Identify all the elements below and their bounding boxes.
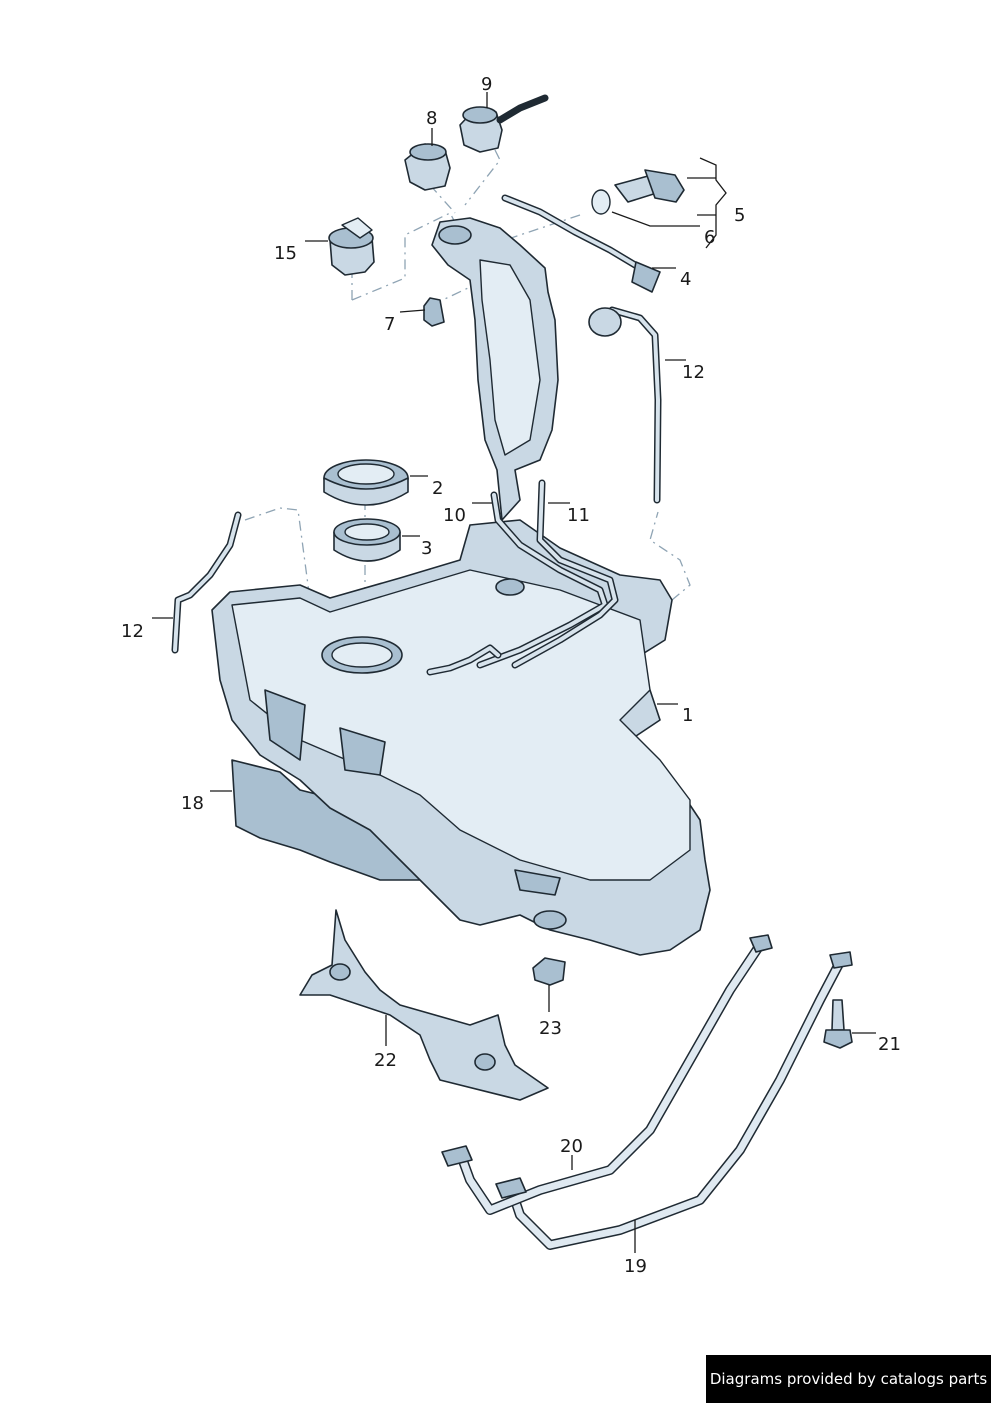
callout-3: 3 — [421, 538, 432, 559]
credit-banner: Diagrams provided by catalogs parts — [706, 1355, 991, 1403]
callout-2: 2 — [432, 478, 443, 499]
breather-hose-part-12-left — [171, 511, 242, 654]
callout-11: 11 — [567, 505, 590, 526]
callout-12-right: 12 — [682, 362, 705, 383]
callout-12-left: 12 — [121, 621, 144, 642]
cap-part-9 — [459, 94, 549, 153]
callout-7: 7 — [384, 314, 395, 335]
breather-hose-part-12-right — [588, 306, 662, 504]
callout-21: 21 — [878, 1034, 901, 1055]
callout-labels: 1 2 3 4 5 6 7 8 9 10 11 12 12 15 18 19 2… — [121, 74, 901, 1277]
callout-1: 1 — [682, 705, 693, 726]
seal-part-3 — [333, 518, 401, 562]
locking-ring-part-2 — [323, 459, 409, 506]
fuel-lines — [426, 479, 619, 676]
cable-part-4 — [501, 194, 661, 293]
callout-20: 20 — [560, 1136, 583, 1157]
callout-9: 9 — [481, 74, 492, 95]
connector-part-5 — [591, 169, 685, 215]
callout-6: 6 — [704, 227, 715, 248]
pad-part-23 — [532, 957, 566, 986]
callout-23: 23 — [539, 1018, 562, 1039]
callout-18: 18 — [181, 793, 204, 814]
callout-15: 15 — [274, 243, 297, 264]
credit-text: Diagrams provided by catalogs parts — [709, 1370, 988, 1388]
clip-part-7 — [423, 297, 445, 327]
callout-8: 8 — [426, 108, 437, 129]
valve-part-15 — [328, 217, 375, 276]
callout-5: 5 — [734, 205, 745, 226]
callout-19: 19 — [624, 1256, 647, 1277]
leader-lines — [152, 92, 876, 1253]
fuel-tank-part-1 — [211, 519, 711, 956]
tank-straps — [441, 934, 853, 1250]
callout-22: 22 — [374, 1050, 397, 1071]
cap-part-8 — [404, 143, 451, 191]
bracket-part-22 — [299, 909, 549, 1101]
callout-10: 10 — [443, 505, 466, 526]
bolt-part-21 — [823, 999, 853, 1049]
callout-4: 4 — [680, 269, 691, 290]
filler-neck-pipe — [431, 217, 559, 521]
